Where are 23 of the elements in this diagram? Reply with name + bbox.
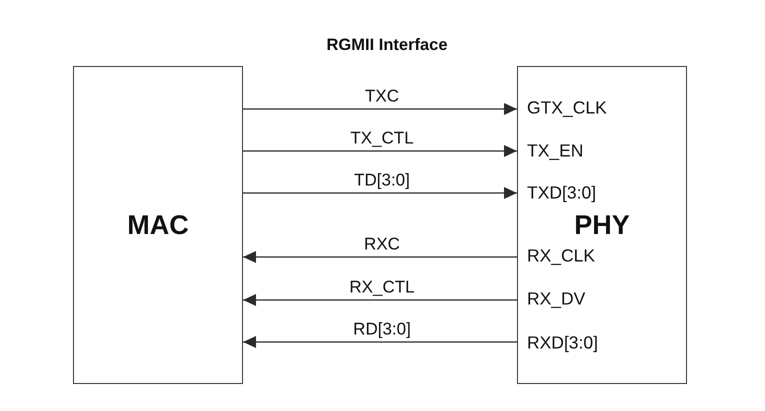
- pin-label: RX_CLK: [527, 247, 596, 265]
- edge-label: TXC: [364, 88, 400, 104]
- arrow: [243, 294, 517, 306]
- pin-label: GTX_CLK: [527, 99, 607, 117]
- block-label: PHY: [574, 212, 630, 238]
- pin-label: RXD[3:0]: [527, 334, 598, 352]
- pin-label: TXD[3:0]: [527, 184, 596, 202]
- edge-label: TD[3:0]: [353, 172, 411, 188]
- edge-label: RX_CTL: [348, 278, 416, 296]
- edge-label: RD[3:0]: [352, 320, 412, 338]
- pin-label: TX_EN: [527, 142, 584, 160]
- edge-label: RXC: [363, 236, 401, 252]
- arrow: [243, 145, 517, 157]
- block-box: [73, 66, 243, 384]
- arrow: [243, 103, 517, 115]
- edge-label: TX_CTL: [349, 130, 415, 146]
- arrow: [243, 251, 517, 263]
- diagram-title: RGMII Interface: [326, 36, 448, 54]
- block-box: [517, 66, 687, 384]
- arrow: [243, 336, 517, 348]
- block-label: MAC: [127, 212, 189, 238]
- pin-label: RX_DV: [527, 290, 586, 308]
- arrow: [243, 187, 517, 199]
